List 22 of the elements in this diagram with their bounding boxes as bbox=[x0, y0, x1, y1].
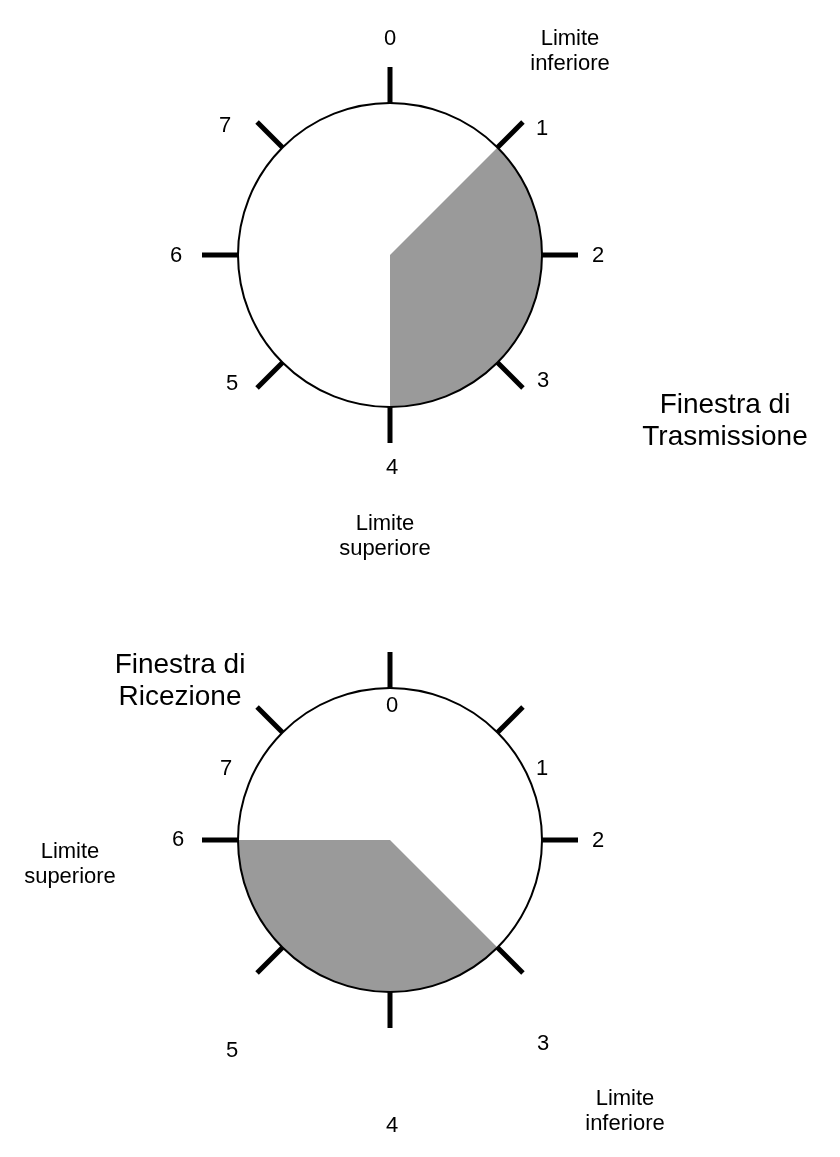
tick-number: 1 bbox=[534, 755, 550, 781]
tick-number: 6 bbox=[170, 826, 186, 852]
tick-number: 0 bbox=[382, 25, 398, 51]
limit-label: Limite superiore bbox=[338, 509, 432, 561]
limit-label: Limite superiore bbox=[23, 837, 117, 889]
tick-number: 3 bbox=[535, 367, 551, 393]
tick-number: 7 bbox=[218, 755, 234, 781]
tick-number: 3 bbox=[535, 1030, 551, 1056]
tick-number: 4 bbox=[384, 454, 400, 480]
tick-number: 6 bbox=[168, 242, 184, 268]
tick-number: 2 bbox=[590, 827, 606, 853]
tick-number: 4 bbox=[384, 1112, 400, 1138]
tick-number: 2 bbox=[590, 242, 606, 268]
tick-number: 5 bbox=[224, 370, 240, 396]
tick-number: 5 bbox=[224, 1037, 240, 1063]
tick-number: 7 bbox=[217, 112, 233, 138]
window-title: Finestra di Trasmissione bbox=[641, 387, 809, 453]
limit-label: Limite inferiore bbox=[584, 1084, 666, 1136]
tick-number: 1 bbox=[534, 115, 550, 141]
tick-number: 0 bbox=[384, 692, 400, 718]
window-title: Finestra di Ricezione bbox=[113, 647, 247, 713]
limit-label: Limite inferiore bbox=[529, 24, 611, 76]
